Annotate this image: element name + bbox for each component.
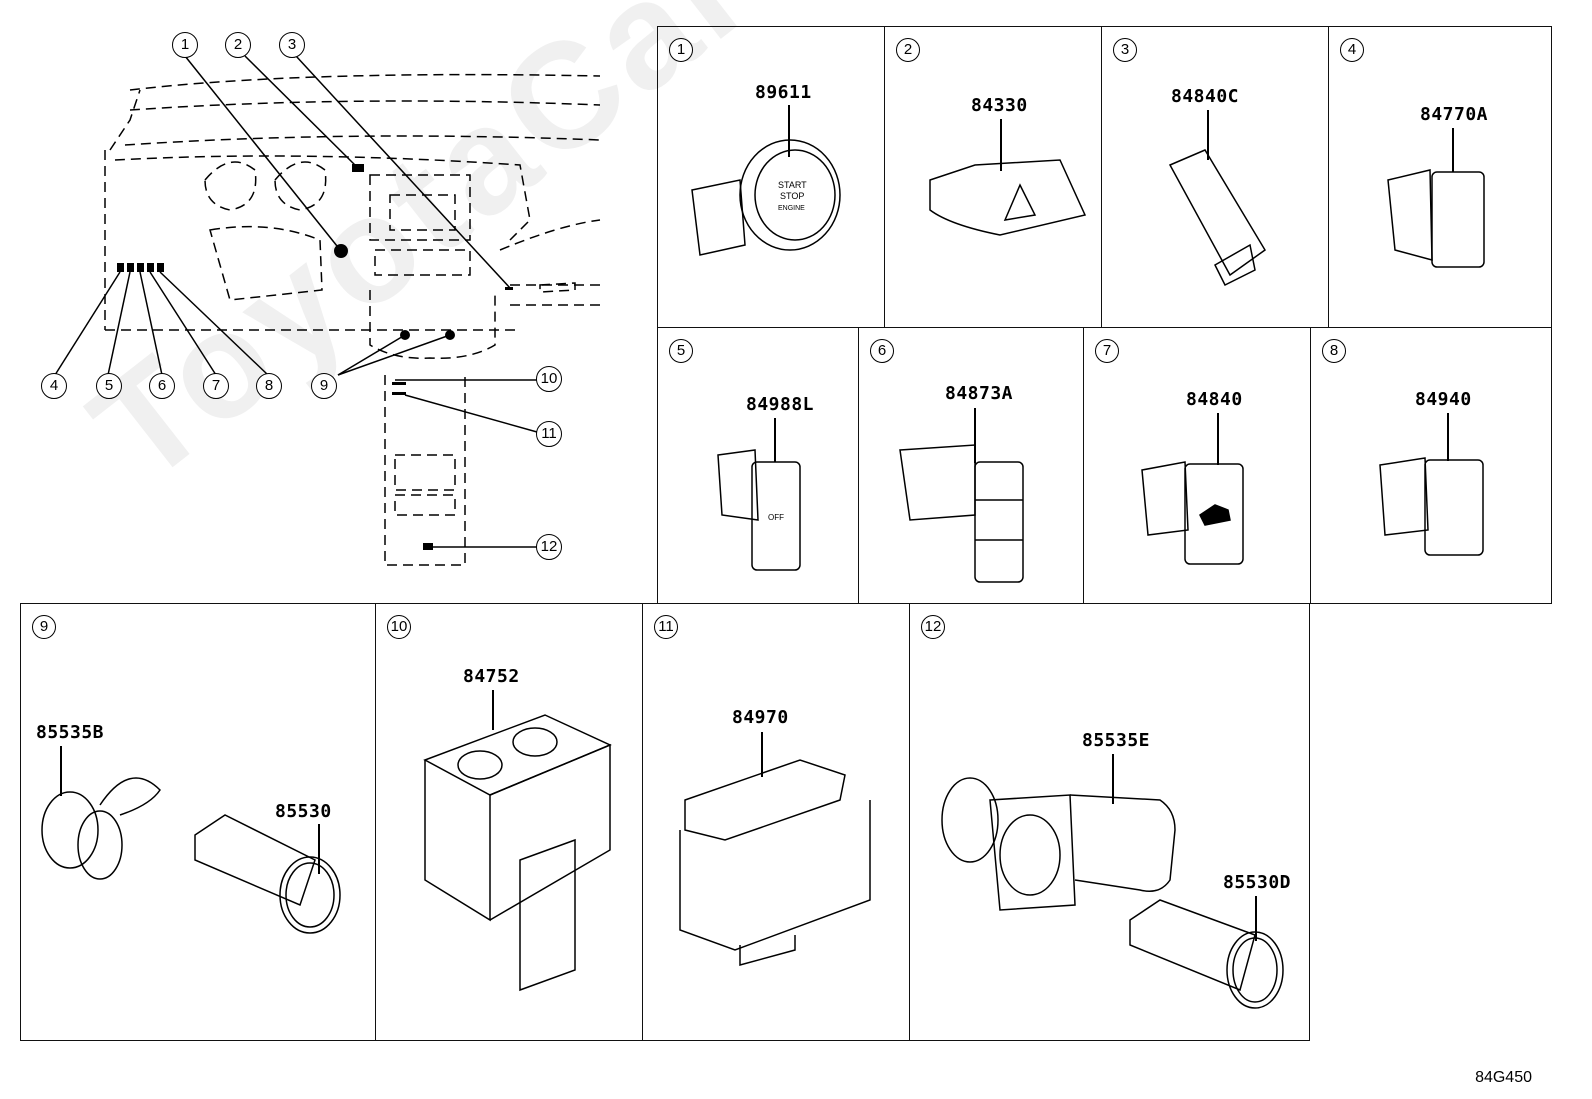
panel-index: 9 (32, 615, 56, 639)
panel-index: 12 (921, 615, 945, 639)
vsc-off-label: OFF (768, 513, 784, 522)
panel-4: 4 84770A (1328, 26, 1552, 328)
part-sketch-84873A (899, 444, 1024, 583)
panel-7: 7 84840 (1083, 327, 1311, 604)
panel-10: 10 84752 (375, 603, 643, 1041)
leader-line (1207, 110, 1209, 160)
part-sketch-84940 (1379, 457, 1484, 556)
part-sketch-84988L (717, 449, 801, 571)
panel-index: 2 (896, 38, 920, 62)
panel-index: 4 (1340, 38, 1364, 62)
stop-label: STOP (780, 191, 804, 201)
panel-index: 1 (669, 38, 693, 62)
leader-line (1255, 896, 1257, 941)
panel-6: 6 84873A (858, 327, 1084, 604)
overview-callout-6: 6 (149, 373, 175, 399)
leader-line (1112, 754, 1114, 804)
overview-callout-2: 2 (225, 32, 251, 58)
leader-line (774, 418, 776, 462)
overview-callout-9: 9 (311, 373, 337, 399)
location-markers (117, 164, 513, 550)
part-sketch-89611 (691, 139, 841, 256)
part-sketch-84970 (679, 759, 871, 966)
panel-9: 9 85535B 85530 (20, 603, 376, 1041)
leader-line (1000, 119, 1002, 171)
leader-line (318, 824, 320, 874)
overview-callout-12: 12 (536, 534, 562, 560)
overview-callout-10: 10 (536, 366, 562, 392)
leader-line (761, 732, 763, 777)
panel-3: 3 84840C (1101, 26, 1329, 328)
overview-callout-5: 5 (96, 373, 122, 399)
dashboard-outline (104, 73, 601, 566)
panel-index: 11 (654, 615, 678, 639)
overview-callout-8: 8 (256, 373, 282, 399)
part-sketch-85535E (941, 777, 1176, 911)
part-number-84840C[interactable]: 84840C (1171, 86, 1240, 107)
panel-index: 3 (1113, 38, 1137, 62)
part-number-84940[interactable]: 84940 (1415, 389, 1472, 410)
part-number-85535E[interactable]: 85535E (1082, 730, 1151, 751)
part-number-85535B[interactable]: 85535B (36, 722, 105, 743)
part-number-84840[interactable]: 84840 (1186, 389, 1243, 410)
panel-2: 2 84330 (884, 26, 1102, 328)
panel-index: 7 (1095, 339, 1119, 363)
panel-1: 1 89611 (657, 26, 885, 328)
panel-index: 8 (1322, 339, 1346, 363)
part-number-84770A[interactable]: 84770A (1420, 104, 1489, 125)
part-number-85530[interactable]: 85530 (275, 801, 332, 822)
part-sketch-84752 (423, 714, 612, 992)
start-label: START (778, 180, 807, 190)
panel-11: 11 84970 (642, 603, 910, 1041)
leader-line (1447, 413, 1449, 461)
overview-callout-11: 11 (536, 421, 562, 447)
overview-callout-7: 7 (203, 373, 229, 399)
leader-line (1217, 413, 1219, 465)
leader-line (974, 408, 976, 463)
part-number-85530D[interactable]: 85530D (1223, 872, 1292, 893)
panel-8: 8 84940 (1310, 327, 1552, 604)
part-number-84988L[interactable]: 84988L (746, 394, 815, 415)
panel-5: 5 84988L (657, 327, 859, 604)
overview-callout-3: 3 (279, 32, 305, 58)
part-number-84330[interactable]: 84330 (971, 95, 1028, 116)
part-number-84752[interactable]: 84752 (463, 666, 520, 687)
part-sketch-84770A (1387, 169, 1485, 268)
part-sketch-84840C (1168, 149, 1266, 287)
leader-line (788, 105, 790, 157)
panel-12: 12 85535E 85530D (909, 603, 1310, 1041)
part-sketch-84840 (1141, 461, 1244, 565)
panel-index: 6 (870, 339, 894, 363)
overview-leaders (54, 55, 538, 548)
panel-index: 5 (669, 339, 693, 363)
part-sketch-85530 (194, 814, 341, 934)
leader-line (60, 746, 62, 796)
panel-index: 10 (387, 615, 411, 639)
illustration-code: 84G450 (1475, 1069, 1532, 1086)
engine-label: ENGINE (778, 205, 805, 212)
overview-callout-4: 4 (41, 373, 67, 399)
part-number-89611[interactable]: 89611 (755, 82, 812, 103)
part-sketch-85535B (41, 777, 161, 880)
leader-line (1452, 128, 1454, 172)
leader-line (492, 690, 494, 730)
part-number-84873A[interactable]: 84873A (945, 383, 1014, 404)
part-sketch-84330 (929, 159, 1087, 236)
overview-callout-1: 1 (172, 32, 198, 58)
part-number-84970[interactable]: 84970 (732, 707, 789, 728)
